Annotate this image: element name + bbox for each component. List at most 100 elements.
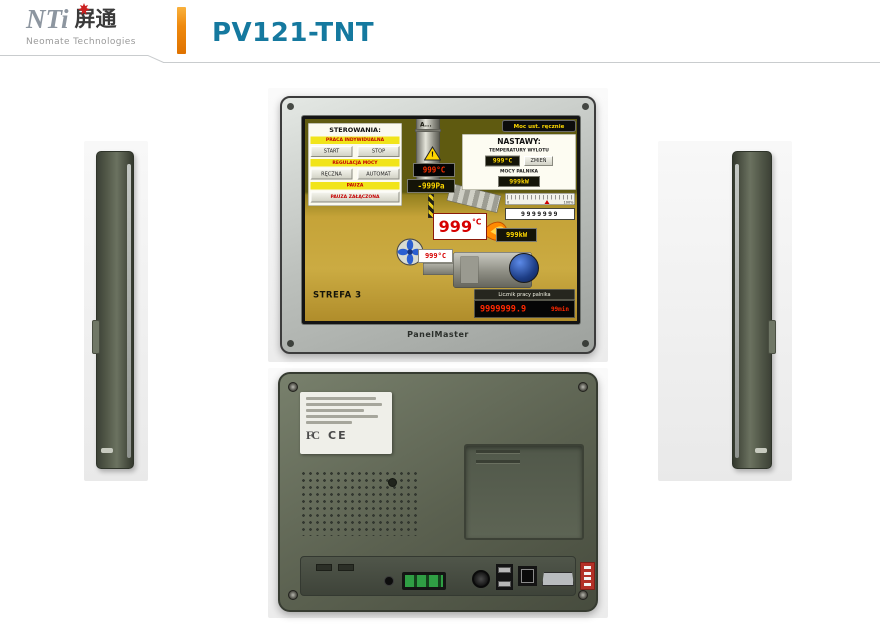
bezel-corner	[582, 340, 589, 347]
rj45-jack	[521, 569, 534, 583]
bezel-corner	[287, 340, 294, 347]
outlet-temp-label: TEMPERATURY WYLOTU	[489, 148, 549, 154]
section-individual-work: PRACA INDYWIDUALNA	[310, 136, 400, 144]
warning-icon: !	[423, 146, 442, 161]
panel-bezel: A... ! 999°C -999Pa STEROWANIA: PRACA IN…	[280, 96, 596, 354]
settings-title: NASTAWY:	[497, 136, 541, 146]
screw-icon	[578, 590, 588, 600]
main-temp-display: 999 °C	[433, 213, 487, 240]
usb-port	[498, 581, 511, 587]
bezel-corner	[582, 103, 589, 110]
pipe-pressure-display: -999Pa	[407, 179, 455, 193]
warning-mark: !	[430, 150, 435, 159]
bezel-edge	[735, 164, 739, 458]
screw-icon	[288, 382, 298, 392]
vent-slot	[476, 450, 520, 454]
manual-power-button[interactable]: Moc ust. ręcznie	[502, 120, 576, 132]
mounting-notch	[768, 320, 776, 354]
section-pause: PAUZA	[310, 181, 400, 190]
label-detail	[755, 448, 767, 453]
screw-icon	[578, 382, 588, 392]
stop-button[interactable]: STOP	[357, 145, 400, 157]
main-temp-value: 999	[438, 217, 473, 236]
runtime-counter-minutes: 99min	[550, 305, 569, 313]
usb-port	[498, 567, 511, 573]
brand-name: NTi	[26, 4, 69, 34]
bezel-edge	[127, 164, 131, 458]
label-text-line	[306, 415, 378, 418]
panel-side-profile	[732, 151, 776, 469]
terminal-block	[405, 575, 443, 587]
photo-side-right	[658, 141, 792, 481]
ethernet-port	[518, 566, 537, 586]
label-detail	[101, 448, 113, 453]
dc-jack	[384, 576, 394, 586]
burner-band	[460, 256, 479, 284]
mechanical-counter: 9999999	[505, 208, 575, 220]
hazard-stripe-post	[428, 194, 434, 218]
expansion-slot	[338, 564, 354, 571]
header-divider	[0, 55, 148, 56]
pipe-temp-display: 999°C	[413, 163, 455, 177]
change-button[interactable]: ZMIEŃ	[524, 155, 553, 166]
manual-button[interactable]: RĘCZNA	[310, 168, 353, 180]
settings-panel: NASTAWY: TEMPERATURY WYLOTU 999°C ZMIEŃ …	[462, 134, 576, 190]
pipe-flange	[415, 129, 441, 132]
label-text-line	[306, 421, 353, 424]
photo-back-view: FC CE	[268, 368, 608, 618]
air-duct-graphic	[423, 263, 455, 275]
runtime-counter-title: Licznik pracy palnika	[474, 289, 575, 300]
company-logo: NTi 屏通 Neomate Technologies	[26, 3, 136, 47]
scale-max-label: 100%	[563, 200, 574, 205]
photo-front-view: A... ! 999°C -999Pa STEROWANIA: PRACA IN…	[268, 88, 608, 362]
power-scale: 0 100%	[505, 193, 575, 205]
bezel-brand-text: PanelMaster	[407, 330, 469, 339]
runtime-counter-value: 9999999.9	[480, 304, 527, 314]
mounting-notch	[92, 320, 100, 354]
pause-engaged-button[interactable]: PAUZA ZAŁĄCZONA	[310, 191, 400, 203]
section-power-regulation: REGULACJA MOCY	[310, 159, 400, 167]
header-divider-notch	[147, 55, 164, 63]
burner-inlet-graphic	[509, 253, 539, 283]
fcc-mark: FC	[306, 428, 320, 442]
alarm-text: A...	[420, 121, 432, 128]
brand-subtitle: Neomate Technologies	[26, 37, 136, 47]
burner-power-setpoint-display: 999kW	[498, 176, 540, 188]
screen-frame: A... ! 999°C -999Pa STEROWANIA: PRACA IN…	[302, 116, 580, 324]
accent-bar	[177, 7, 186, 54]
scale-ticks	[507, 195, 573, 200]
hmi-screen: A... ! 999°C -999Pa STEROWANIA: PRACA IN…	[305, 119, 577, 321]
ce-mark: CE	[328, 429, 348, 442]
header-divider	[163, 62, 880, 63]
round-connector	[472, 570, 490, 588]
vent-slot	[476, 460, 520, 464]
fan-icon	[396, 238, 424, 266]
power-terminal	[402, 572, 446, 590]
main-temp-unit: °C	[472, 217, 482, 227]
page-title: PV121-TNT	[212, 18, 375, 48]
panel-side-profile	[92, 151, 134, 469]
outlet-temp-display: 999°C	[485, 155, 520, 167]
screw-icon	[288, 590, 298, 600]
control-panel: STEROWANIA: PRACA INDYWIDUALNA START STO…	[308, 123, 402, 206]
scale-pointer[interactable]	[544, 200, 550, 204]
start-button[interactable]: START	[310, 145, 353, 157]
expansion-slot	[316, 564, 332, 571]
photo-side-left	[84, 141, 148, 481]
label-text-line	[306, 397, 377, 400]
panel-back-cover: FC CE	[278, 372, 598, 612]
dip-switches	[580, 562, 595, 590]
bezel-corner	[287, 103, 294, 110]
maple-leaf-icon	[78, 3, 90, 15]
label-text-line	[306, 403, 382, 406]
burner-power-label: MOCY PALNIKA	[499, 168, 539, 174]
ventilation-holes	[300, 470, 418, 536]
runtime-counter-display: 9999999.9 99min	[474, 300, 575, 318]
reset-hole	[388, 478, 397, 487]
zone-label: STREFA 3	[313, 290, 362, 300]
scale-min-label: 0	[507, 200, 510, 205]
brand-name-cjk: 屏通	[74, 7, 117, 31]
burner-power-display: 999kW	[496, 228, 537, 242]
automatic-button[interactable]: AUTOMAT	[357, 168, 400, 180]
